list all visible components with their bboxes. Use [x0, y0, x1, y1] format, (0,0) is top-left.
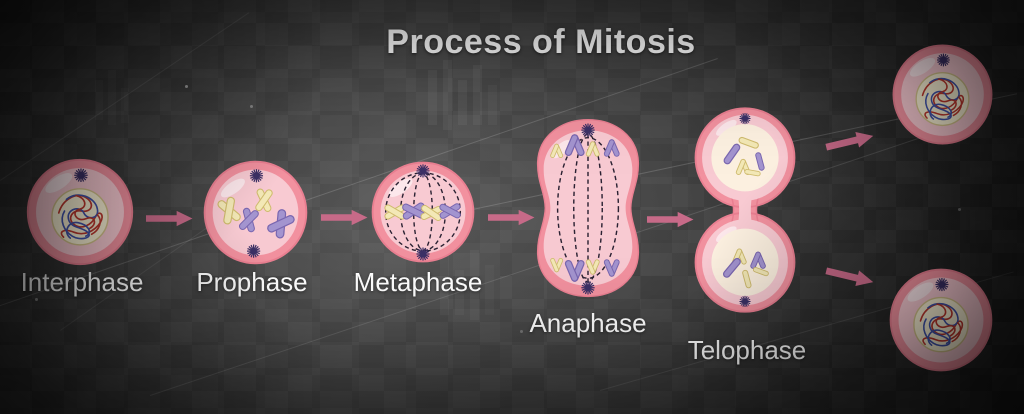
- centrosome-icon: [415, 246, 431, 262]
- label-metaphase: Metaphase: [353, 267, 483, 297]
- anaphase-cell-illustration: [536, 118, 640, 298]
- arrow-telophase-to-daughter-bottom-icon: [824, 263, 876, 290]
- daughter-cell-bottom-illustration: [885, 263, 997, 377]
- arrow-telophase-to-daughter-top-icon: [824, 128, 876, 155]
- arrow-anaphase-to-telophase-icon: [647, 211, 694, 228]
- centrosome-icon: [738, 112, 752, 125]
- arrow-interphase-to-prophase-icon: [146, 210, 193, 227]
- centrosome-icon: [246, 243, 261, 259]
- label-prophase: Prophase: [196, 267, 308, 297]
- centrosome-icon: [738, 295, 752, 308]
- arrow-metaphase-to-anaphase-icon: [488, 209, 535, 226]
- diagram-title: Process of Mitosis: [386, 23, 696, 61]
- centrosome-icon: [580, 122, 596, 138]
- label-telophase: Telophase: [687, 335, 807, 365]
- interphase-cell-illustration: [22, 154, 138, 270]
- centrosome-icon: [249, 168, 264, 183]
- metaphase-cell-illustration: [371, 161, 475, 263]
- centrosome-icon: [580, 280, 596, 296]
- centrosome-icon: [415, 163, 431, 179]
- arrow-prophase-to-metaphase-icon: [321, 209, 368, 226]
- label-interphase: Interphase: [20, 267, 144, 297]
- label-anaphase: Anaphase: [529, 308, 647, 338]
- telophase-cells-illustration: [694, 107, 796, 313]
- prophase-cell-illustration: [203, 160, 308, 265]
- daughter-cell-top-illustration: [886, 40, 999, 149]
